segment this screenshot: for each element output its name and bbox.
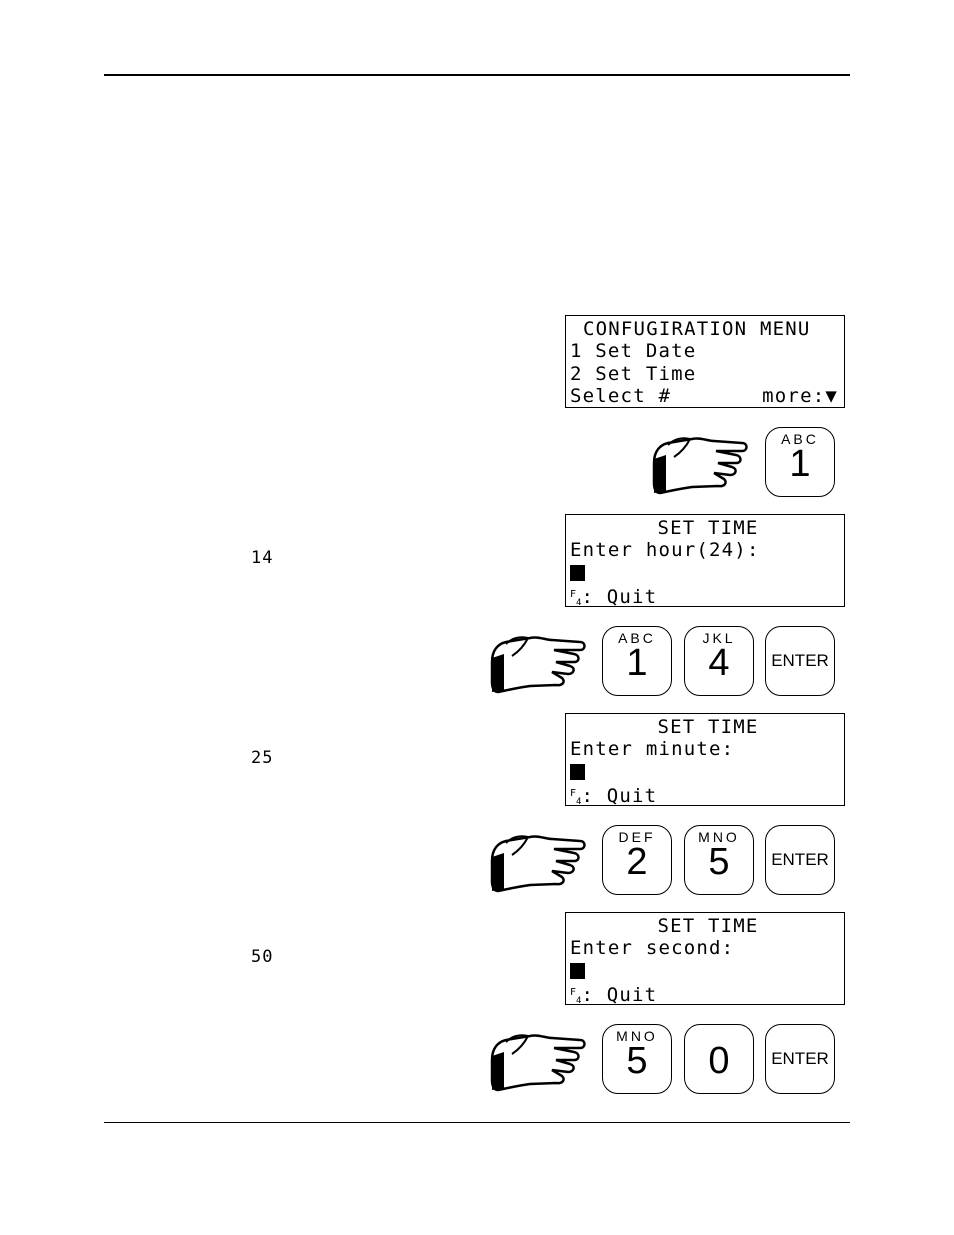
- lcd-title: SET TIME: [657, 716, 759, 738]
- key-digit: 0: [708, 1040, 730, 1082]
- lcd-prompt: Enter hour(24):: [570, 539, 760, 561]
- lcd-title: SET TIME: [657, 517, 759, 539]
- key-5[interactable]: MNO 5: [602, 1024, 672, 1094]
- key-letters: ABC: [781, 431, 819, 447]
- quit-label: : Quit: [581, 785, 658, 807]
- key-letters: JKL: [702, 630, 736, 646]
- enter-key[interactable]: ENTER: [765, 626, 835, 696]
- key-digit: 2: [626, 841, 648, 883]
- lcd-line: 1 Set Date: [570, 340, 697, 362]
- key-letters: MNO: [616, 1028, 658, 1044]
- f4-key-label: F4: [570, 788, 581, 807]
- key-4[interactable]: JKL 4: [684, 626, 754, 696]
- lcd-set-time-hour: SET TIME Enter hour(24): F4: Quit: [565, 514, 845, 608]
- entry-value: 14: [251, 548, 274, 568]
- f-key: F: [570, 788, 577, 799]
- lcd-prompt: Enter minute:: [570, 738, 735, 760]
- enter-label: ENTER: [771, 850, 829, 869]
- lcd-set-time-minute: SET TIME Enter minute: F4: Quit: [565, 713, 845, 807]
- enter-label: ENTER: [771, 1049, 829, 1068]
- key-1[interactable]: ABC 1: [765, 427, 835, 497]
- lcd-prompt: Enter second:: [570, 937, 735, 959]
- enter-key[interactable]: ENTER: [765, 1024, 835, 1094]
- key-digit: 5: [708, 841, 730, 883]
- lcd-more-indicator: more:▼: [762, 385, 838, 407]
- pointing-hand-icon: [652, 437, 748, 495]
- key-digit: 1: [626, 642, 648, 684]
- quit-label: : Quit: [581, 586, 658, 608]
- lcd-configuration-menu: CONFUGIRATION MENU 1 Set Date 2 Set Time…: [565, 315, 845, 408]
- bottom-rule: [104, 1122, 850, 1123]
- f-key: F: [570, 987, 577, 998]
- lcd-set-time-second: SET TIME Enter second: F4: Quit: [565, 912, 845, 1006]
- pointing-hand-icon: [490, 835, 586, 893]
- key-letters: ABC: [618, 630, 656, 646]
- lcd-line: Select #: [570, 385, 672, 407]
- f-key-number: 4: [576, 797, 582, 807]
- f4-key-label: F4: [570, 589, 581, 608]
- block-cursor-icon: [570, 565, 585, 581]
- key-2[interactable]: DEF 2: [602, 825, 672, 895]
- f-key-number: 4: [576, 996, 582, 1006]
- entry-value: 50: [251, 947, 274, 967]
- block-cursor-icon: [570, 764, 585, 780]
- quit-label: : Quit: [581, 984, 658, 1006]
- key-digit: 5: [626, 1040, 648, 1082]
- top-rule: [104, 74, 850, 76]
- pointing-hand-icon: [490, 1034, 586, 1092]
- key-digit: 4: [708, 642, 730, 684]
- block-cursor-icon: [570, 963, 585, 979]
- key-0[interactable]: 0: [684, 1024, 754, 1094]
- more-label: more:: [762, 385, 826, 407]
- key-letters: MNO: [698, 829, 740, 845]
- enter-label: ENTER: [771, 651, 829, 670]
- key-digit: 1: [789, 443, 811, 485]
- key-1[interactable]: ABC 1: [602, 626, 672, 696]
- lcd-line: 2 Set Time: [570, 363, 697, 385]
- lcd-line: CONFUGIRATION MENU: [583, 318, 811, 340]
- key-letters: DEF: [618, 829, 656, 845]
- enter-key[interactable]: ENTER: [765, 825, 835, 895]
- down-arrow-icon: ▼: [825, 385, 838, 407]
- f4-key-label: F4: [570, 987, 581, 1006]
- f-key: F: [570, 589, 577, 600]
- f-key-number: 4: [576, 598, 582, 608]
- entry-value: 25: [251, 748, 274, 768]
- key-5[interactable]: MNO 5: [684, 825, 754, 895]
- lcd-title: SET TIME: [657, 915, 759, 937]
- pointing-hand-icon: [490, 636, 586, 694]
